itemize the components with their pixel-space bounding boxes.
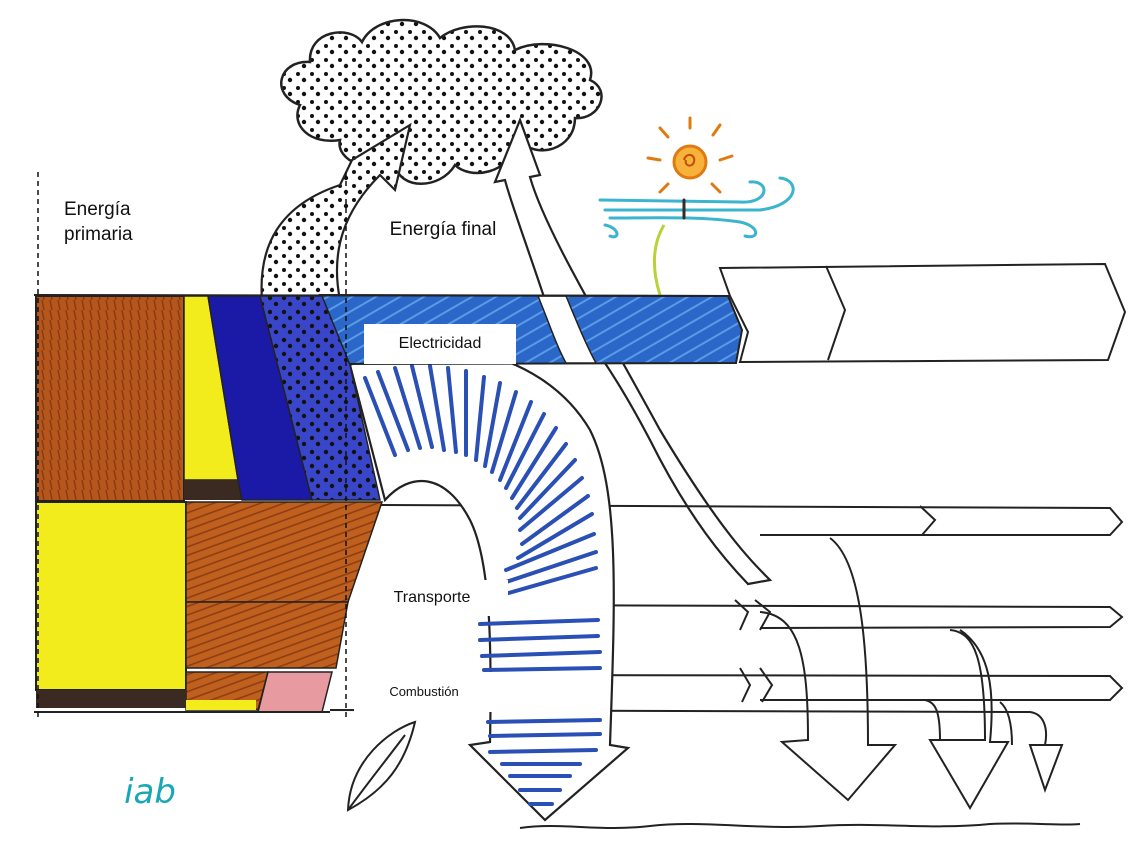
cloud-icon — [281, 20, 601, 184]
sun-icon — [648, 118, 732, 192]
stem-line — [654, 225, 664, 295]
ground-line — [520, 823, 1080, 828]
transport-label: Transporte — [356, 580, 508, 616]
signature: iab — [100, 770, 200, 814]
primary-energy-top-block — [36, 296, 380, 501]
electricity-label: Electricidad — [364, 324, 516, 364]
final-energy-label: Energía final — [378, 218, 508, 243]
primary-energy-bottom-block — [36, 502, 382, 712]
combustion-label: Combustión — [354, 672, 494, 712]
output-arrow-top — [720, 264, 1125, 362]
primary-energy-label: Energía primaria — [48, 198, 184, 247]
leaf-icon — [348, 722, 415, 810]
wind-icon — [600, 178, 793, 237]
emissions-arrow — [262, 125, 410, 300]
